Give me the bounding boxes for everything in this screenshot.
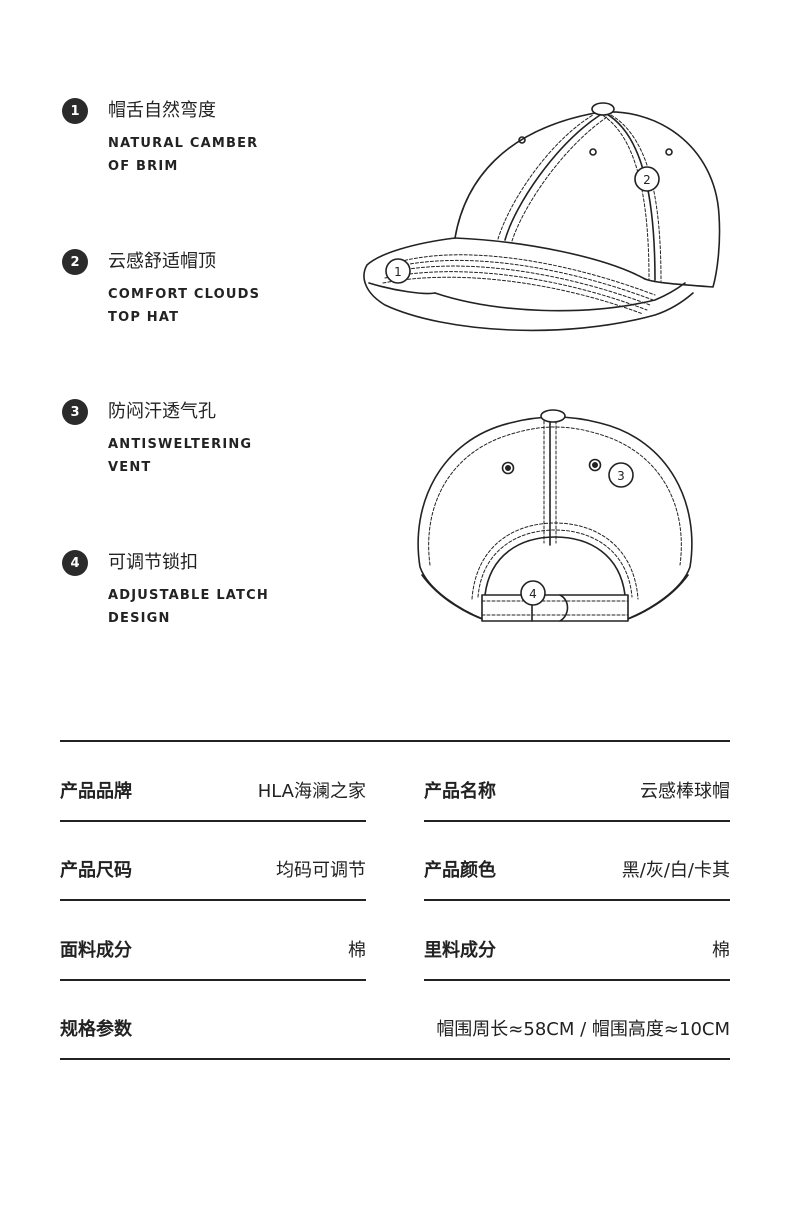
spec-table-top-rule [60,740,730,742]
feature-subtitle-line1: ANTISWELTERING [108,437,253,452]
row-divider [424,899,730,901]
callout-number: 4 [529,587,537,601]
callout-number: 1 [394,265,402,279]
eyelet-hole [665,148,673,156]
row-divider [60,899,366,901]
feature-subtitle-line2: TOP HAT [108,310,180,325]
spec-value: 帽围周长≈58CM / 帽围高度≈10CM [436,1019,730,1040]
eyelet-hole [518,136,526,144]
feature-title: 可调节锁扣 [108,552,198,573]
vent-hole [501,461,515,475]
spec-label: 产品名称 [424,781,496,802]
row-divider [424,820,730,822]
feature-subtitle-line2: OF BRIM [108,159,179,174]
spec-label: 面料成分 [60,940,132,961]
callout-number: 3 [617,469,625,483]
spec-color: 产品颜色 黑/灰/白/卡其 [424,849,730,889]
row-divider [60,820,366,822]
cap-back-outline [417,416,693,621]
feature-title: 帽舌自然弯度 [108,100,216,121]
feature-subtitle: COMFORT CLOUDS TOP HAT [108,283,368,329]
callout-number: 2 [643,173,651,187]
spec-dimensions: 规格参数 帽围周长≈58CM / 帽围高度≈10CM [60,1008,730,1048]
adjustable-strap [481,594,629,622]
spec-value: HLA海澜之家 [257,781,366,802]
feature-number-badge: 3 [62,399,88,425]
feature-number-badge: 1 [62,98,88,124]
feature-title: 防闷汗透气孔 [108,401,216,422]
feature-number-badge: 4 [62,550,88,576]
spec-brand: 产品品牌 HLA海澜之家 [60,770,366,810]
spec-value: 棉 [348,940,366,961]
spec-label: 产品颜色 [424,860,496,881]
eyelet-hole [589,148,597,156]
feature-subtitle: ADJUSTABLE LATCH DESIGN [108,584,368,630]
row-divider [60,1058,730,1060]
spec-fabric: 面料成分 棉 [60,929,366,969]
feature-subtitle-line1: ADJUSTABLE LATCH [108,588,269,603]
spec-label: 产品品牌 [60,781,132,802]
adjustable-arch [484,536,626,596]
feature-subtitle-line2: DESIGN [108,611,171,626]
callout-1: 1 [385,258,411,284]
spec-value: 均码可调节 [276,860,366,881]
callout-4: 4 [520,580,546,606]
callout-2: 2 [634,166,660,192]
cap-top-button [591,102,615,116]
spec-lining: 里料成分 棉 [424,929,730,969]
feature-subtitle: NATURAL CAMBER OF BRIM [108,132,368,178]
cap-crown-outline [454,111,721,288]
spec-product-name: 产品名称 云感棒球帽 [424,770,730,810]
row-divider [60,979,366,981]
cap-side-view-diagram: 1 2 [363,102,721,332]
feature-title: 云感舒适帽顶 [108,251,216,272]
row-divider [424,979,730,981]
feature-subtitle-line1: COMFORT CLOUDS [108,287,261,302]
feature-subtitle-line1: NATURAL CAMBER [108,136,259,151]
cap-brim-outline [363,237,694,332]
cap-back-view-diagram: 3 4 [417,409,693,622]
spec-value: 云感棒球帽 [640,781,730,802]
cap-top-button [540,409,566,423]
spec-label: 产品尺码 [60,860,132,881]
spec-label: 里料成分 [424,940,496,961]
callout-3: 3 [608,462,634,488]
feature-subtitle: ANTISWELTERING VENT [108,433,368,479]
spec-size: 产品尺码 均码可调节 [60,849,366,889]
spec-label: 规格参数 [60,1019,132,1040]
feature-subtitle-line2: VENT [108,460,152,475]
spec-value: 黑/灰/白/卡其 [621,860,730,881]
vent-hole [588,458,602,472]
spec-value: 棉 [712,940,730,961]
feature-number-badge: 2 [62,249,88,275]
